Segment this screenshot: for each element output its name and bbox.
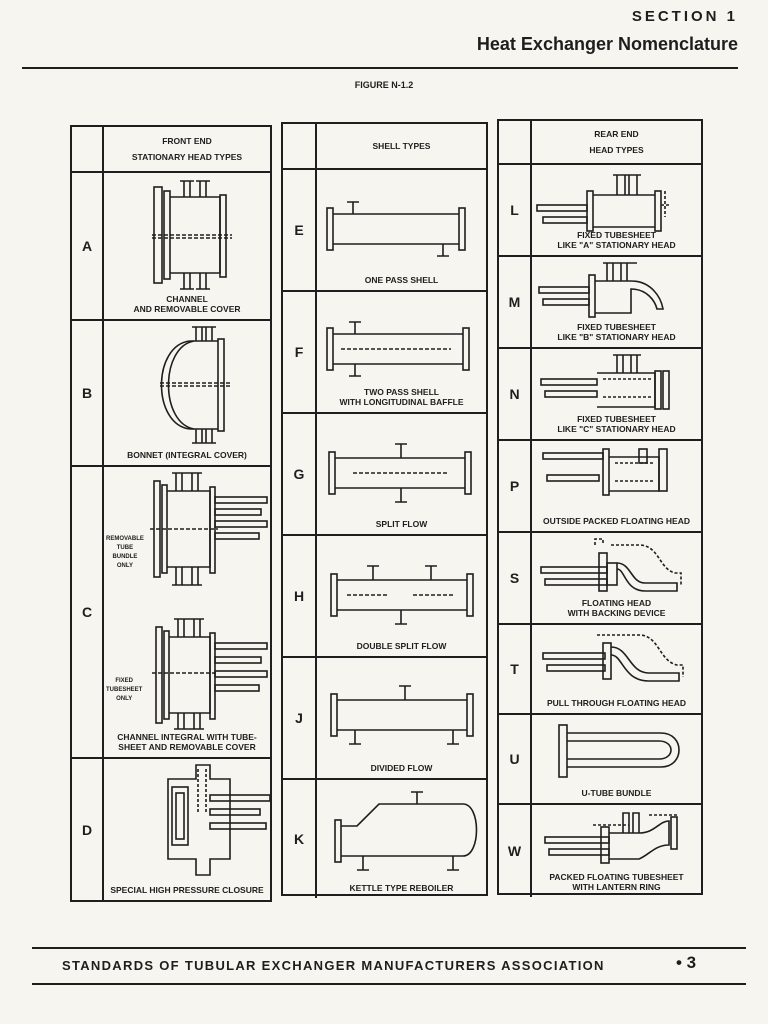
row-letter: J [295, 710, 303, 726]
footer-rule-top [32, 947, 746, 949]
row-caption: CHANNEL AND REMOVABLE COVER [133, 294, 241, 315]
row-letter: E [294, 222, 304, 238]
rear-row-l: L FIXED TUBESHEET LIKE "A" STATIONARY HE… [499, 165, 701, 257]
footer-text: STANDARDS OF TUBULAR EXCHANGER MANUFACTU… [62, 958, 605, 973]
high-pressure-closure-diagram [167, 764, 270, 876]
shell-row-j: J DIVIDED FLOW [283, 658, 486, 780]
split-flow-diagram [328, 443, 472, 503]
row-letter: L [510, 202, 519, 218]
front-end-header: FRONT END STATIONARY HEAD TYPES [72, 127, 270, 173]
front-row-a: A CHANNEL AND REMOVABLE COVER [72, 173, 270, 321]
row-letter: M [508, 294, 521, 310]
row-letter: N [509, 386, 520, 402]
row-letter: B [81, 385, 93, 401]
kettle-reboiler-diagram [334, 791, 478, 871]
row-letter: K [293, 831, 305, 847]
rear-end-header: REAR END HEAD TYPES [499, 121, 701, 165]
row-caption: ONE PASS SHELL [364, 275, 439, 286]
rear-row-p: P OUTSIDE PACKED FLOATING HEAD [499, 441, 701, 533]
figure-label: FIGURE N-1.2 [354, 80, 414, 90]
row-caption: OUTSIDE PACKED FLOATING HEAD [542, 516, 691, 527]
shell-row-k: K KETTLE TYPE REBOILER [283, 780, 486, 898]
row-caption: FLOATING HEAD WITH BACKING DEVICE [567, 598, 666, 619]
divided-flow-diagram [330, 685, 474, 745]
rear-p-diagram [542, 448, 668, 496]
double-split-flow-diagram [330, 565, 474, 625]
row-letter: W [507, 843, 522, 859]
row-letter: U [509, 751, 520, 767]
shell-header: SHELL TYPES [283, 124, 486, 170]
row-letter: G [293, 466, 305, 482]
row-letter: D [81, 821, 93, 838]
row-letter: P [509, 478, 520, 494]
row-letter: T [510, 661, 519, 677]
removable-bundle-note: REMOVABLE TUBE BUNDLE ONLY [106, 536, 144, 569]
rear-row-w: W PACKED FLOATING TUBESHEET WITH LANTERN… [499, 805, 701, 897]
row-caption: DIVIDED FLOW [370, 763, 433, 774]
rear-row-s: S FLOATING HEAD WITH BACKING DEVICE [499, 533, 701, 625]
rear-l-diagram [536, 174, 671, 232]
rear-row-m: M FIXED TUBESHEET LIKE "B" STATIONARY HE… [499, 257, 701, 349]
row-caption: DOUBLE SPLIT FLOW [356, 641, 447, 652]
rear-end-table: REAR END HEAD TYPES L FIXED TUBESHEET LI… [497, 119, 703, 897]
row-caption: KETTLE TYPE REBOILER [349, 883, 454, 894]
section-label: SECTION 1 [631, 8, 738, 25]
footer-rule-bottom [32, 983, 746, 985]
one-pass-shell-diagram [326, 201, 466, 257]
u-tube-bundle-diagram [558, 724, 680, 778]
front-row-c: C REMOVA [72, 467, 270, 759]
rear-w-diagram [544, 812, 679, 864]
row-letter: F [294, 344, 304, 360]
shell-row-g: G SPLIT FLOW [283, 414, 486, 536]
shell-row-h: H DOUBLE SPLIT FLOW [283, 536, 486, 658]
rear-row-n: N FIXED TUBESHEET LIKE "C" STATIONARY HE… [499, 349, 701, 441]
row-letter: H [293, 588, 305, 604]
front-end-heading: FRONT END STATIONARY HEAD TYPES [131, 135, 243, 162]
rear-t-diagram [542, 634, 684, 682]
row-caption: FIXED TUBESHEET LIKE "B" STATIONARY HEAD [557, 322, 676, 343]
channel-integral-tubesheet-diagram [150, 472, 268, 730]
row-caption: BONNET (INTEGRAL COVER) [127, 450, 247, 461]
page-number: • 3 [676, 953, 697, 972]
rear-row-u: U U-TUBE BUNDLE [499, 715, 701, 805]
shell-row-e: E ONE PASS SHELL [283, 170, 486, 292]
front-row-b: B BONNET (INTEGRAL COVER) [72, 321, 270, 467]
row-caption: TWO PASS SHELL WITH LONGITUDINAL BAFFLE [339, 387, 464, 408]
row-caption: SPLIT FLOW [375, 519, 428, 530]
row-caption: PULL THROUGH FLOATING HEAD [547, 698, 686, 709]
two-pass-shell-diagram [326, 321, 470, 377]
shell-types-table: SHELL TYPES E ONE PASS SHELL F [281, 122, 488, 898]
rear-s-diagram [540, 538, 682, 592]
rear-row-t: T PULL THROUGH FLOATING HEAD [499, 625, 701, 715]
row-caption: U-TUBE BUNDLE [581, 788, 652, 799]
row-letter: S [509, 570, 520, 586]
row-caption: FIXED TUBESHEET LIKE "C" STATIONARY HEAD [557, 414, 676, 435]
shell-heading: SHELL TYPES [372, 140, 431, 151]
page-title: Heat Exchanger Nomenclature [476, 34, 738, 54]
row-caption: FIXED TUBESHEET LIKE "A" STATIONARY HEAD [557, 230, 676, 251]
row-caption: SPECIAL HIGH PRESSURE CLOSURE [110, 885, 264, 896]
front-end-table: FRONT END STATIONARY HEAD TYPES A CHANNE… [70, 125, 272, 902]
rear-m-diagram [538, 262, 664, 318]
bonnet-diagram [160, 326, 232, 444]
rear-n-diagram [540, 354, 670, 410]
fixed-tubesheet-note: FIXED TUBESHEET ONLY [106, 678, 143, 702]
rear-end-heading: REAR END HEAD TYPES [589, 128, 644, 155]
row-caption: PACKED FLOATING TUBESHEET WITH LANTERN R… [549, 872, 684, 893]
channel-removable-cover-diagram [152, 180, 232, 290]
header-rule [22, 67, 738, 69]
front-row-d: D SPECIAL HIGH PRESSURE CLOSURE [72, 759, 270, 900]
row-letter: A [81, 238, 93, 254]
shell-row-f: F TWO PASS SHELL WITH LONGITUDINAL BAFFL… [283, 292, 486, 414]
row-letter: C [81, 604, 93, 620]
row-caption: CHANNEL INTEGRAL WITH TUBE- SHEET AND RE… [117, 732, 257, 753]
